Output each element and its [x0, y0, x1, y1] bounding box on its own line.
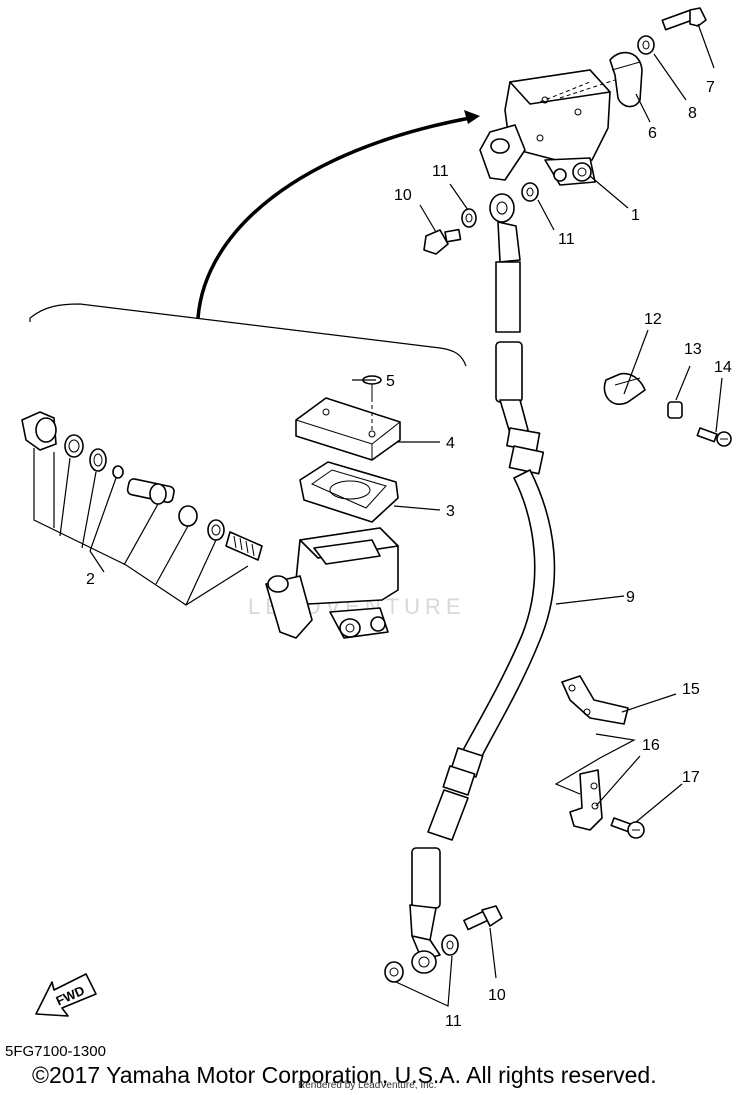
diagram-code: 5FG7100-1300	[5, 1043, 106, 1060]
bracket-15	[561, 675, 629, 725]
callout-10-bottom: 10	[488, 987, 506, 1004]
callout-2: 2	[86, 571, 95, 588]
brake-hose	[409, 341, 556, 974]
piston-kit-2	[21, 411, 263, 561]
callout-4: 4	[446, 435, 455, 452]
callout-3: 3	[446, 503, 455, 520]
bracket-16	[569, 769, 603, 831]
copyright-notice: ©2017 Yamaha Motor Corporation, U.S.A. A…	[32, 1062, 657, 1088]
union-bolt-top	[423, 228, 462, 255]
screw-17	[610, 817, 645, 839]
callout-12: 12	[644, 311, 662, 328]
washer-11-left	[461, 208, 477, 228]
hose-clip-12	[603, 372, 646, 405]
callout-13: 13	[684, 341, 702, 358]
washer-11-bottom-left	[384, 961, 404, 983]
fwd-arrow-icon: FWD	[35, 973, 97, 1017]
handlebar-clamp	[559, 51, 643, 108]
rendered-by-note: Rendered by LeadVenture, Inc.	[298, 1080, 437, 1091]
callout-11-right: 11	[558, 231, 575, 248]
master-cylinder-assembled	[479, 69, 611, 186]
callout-17: 17	[682, 769, 700, 786]
callout-11-left: 11	[432, 163, 449, 180]
callout-9: 9	[626, 589, 635, 606]
hose-banjo-top	[489, 193, 521, 333]
washer-8	[637, 35, 655, 55]
bolt-7	[661, 7, 707, 31]
screw-14	[696, 427, 732, 447]
callout-15: 15	[682, 681, 700, 698]
washer-11-right	[521, 182, 539, 202]
callout-7: 7	[706, 79, 715, 96]
callout-16: 16	[642, 737, 660, 754]
callout-1: 1	[631, 207, 640, 224]
collar-13	[667, 401, 683, 419]
callout-8: 8	[688, 105, 697, 122]
explode-arrow	[29, 110, 480, 367]
callout-6: 6	[648, 125, 657, 142]
reservoir-cap-4	[295, 397, 401, 461]
callout-14: 14	[714, 359, 732, 376]
callout-5: 5	[386, 373, 395, 390]
callout-11-bottom: 11	[445, 1013, 462, 1030]
washer-11-bottom-right	[441, 934, 459, 956]
callout-10-top: 10	[394, 187, 412, 204]
leader-lines	[33, 23, 723, 1007]
master-cylinder-exploded	[265, 527, 399, 639]
union-bolt-bottom	[463, 905, 503, 931]
diaphragm-3	[299, 461, 399, 523]
